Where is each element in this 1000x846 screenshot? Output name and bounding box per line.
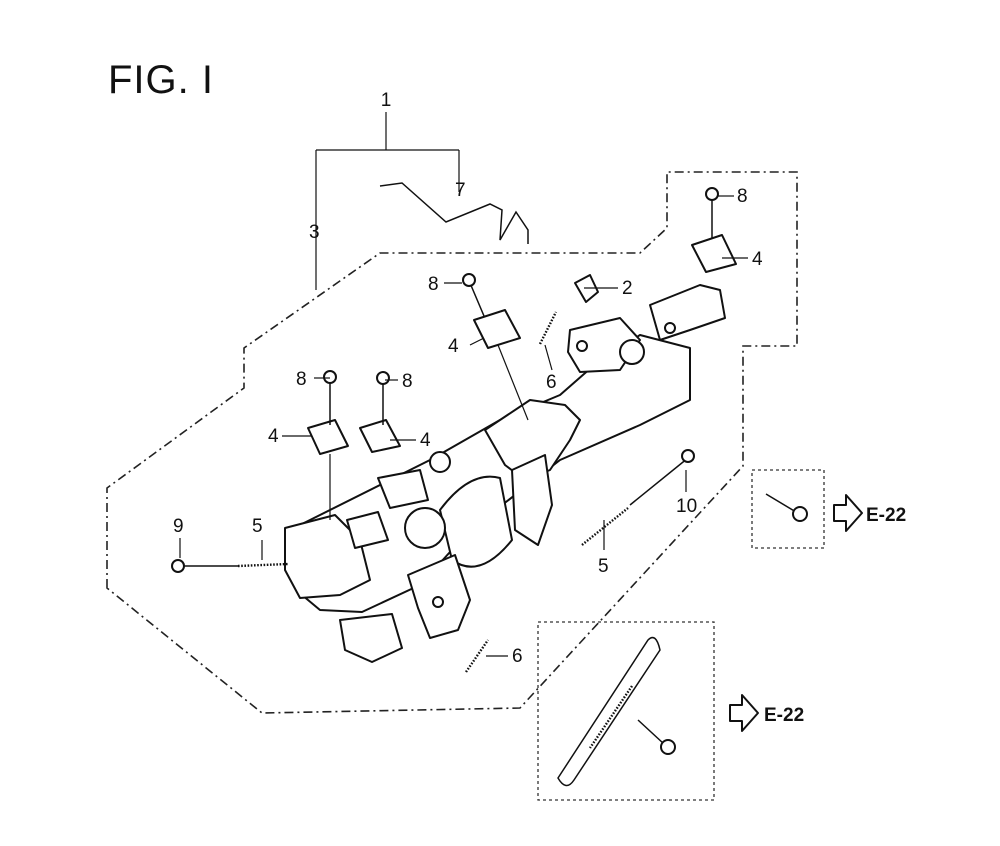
callout-6-upper: 6	[546, 372, 557, 393]
upper-right-bracket	[649, 284, 726, 341]
callout-3: 3	[309, 222, 320, 243]
upper-left-tab	[377, 469, 429, 509]
callout-10: 10	[676, 496, 697, 517]
ref-spring-loop	[557, 636, 661, 787]
plate-hole-1	[664, 322, 676, 334]
throttle-wire-rod	[379, 182, 529, 244]
reference-box-upper	[751, 469, 825, 549]
group-bracket	[315, 112, 460, 290]
screw-10-head	[681, 449, 695, 463]
clamp-tab-left	[346, 511, 389, 549]
callout-8-centre: 8	[402, 371, 413, 392]
reference-arrow-lower	[729, 694, 759, 732]
callout-1: 1	[381, 90, 392, 111]
reference-box-lower	[537, 621, 715, 801]
assembly-boundary	[106, 171, 798, 714]
callout-9: 9	[173, 516, 184, 537]
centre-block	[511, 454, 553, 546]
curved-housing	[439, 475, 513, 568]
leader-lines	[179, 195, 748, 657]
governor-pivot	[404, 507, 446, 549]
callout-5-left: 5	[252, 516, 263, 537]
spring-lower	[465, 639, 489, 673]
reference-arrow-upper	[833, 494, 863, 532]
ref-bolt-2-head	[660, 739, 676, 755]
plate-hole-2	[576, 340, 588, 352]
pivot-boss	[619, 339, 645, 365]
callout-6-lower: 6	[512, 646, 523, 667]
cable-clamp-left	[307, 419, 349, 455]
cable-clamp-right	[691, 234, 737, 273]
callout-4-middle: 4	[448, 336, 459, 357]
callout-4-right: 4	[752, 249, 763, 270]
callout-7: 7	[455, 180, 466, 201]
callout-8-right: 8	[737, 186, 748, 207]
spring-left	[237, 562, 289, 568]
ref-bolt-head	[792, 506, 808, 522]
lower-left-bracket	[284, 514, 371, 599]
reference-label-lower: E-22	[764, 705, 804, 726]
ref-bolt-2-shank	[637, 719, 665, 745]
spring-centre	[581, 507, 629, 546]
screw-10-shank	[629, 457, 689, 506]
figure-title: FIG. I	[108, 58, 214, 102]
reference-label-upper: E-22	[866, 505, 906, 526]
left-mount-foot	[339, 613, 403, 663]
callout-8-middle: 8	[428, 274, 439, 295]
callout-8-left: 8	[296, 369, 307, 390]
bolts	[323, 187, 719, 425]
upper-pivot	[429, 451, 451, 473]
callout-5-centre: 5	[598, 556, 609, 577]
ref-spring-coil	[589, 685, 633, 749]
cable-clamp-middle	[473, 309, 521, 349]
lever-hole	[432, 596, 444, 608]
spring-upper	[538, 311, 558, 345]
callout-4-centre: 4	[420, 430, 431, 451]
callout-2: 2	[622, 278, 633, 299]
cable-clamp-centre	[359, 419, 401, 453]
screw-9-head	[171, 559, 185, 573]
callout-4-left: 4	[268, 426, 279, 447]
ref-bolt-shank	[765, 493, 797, 513]
